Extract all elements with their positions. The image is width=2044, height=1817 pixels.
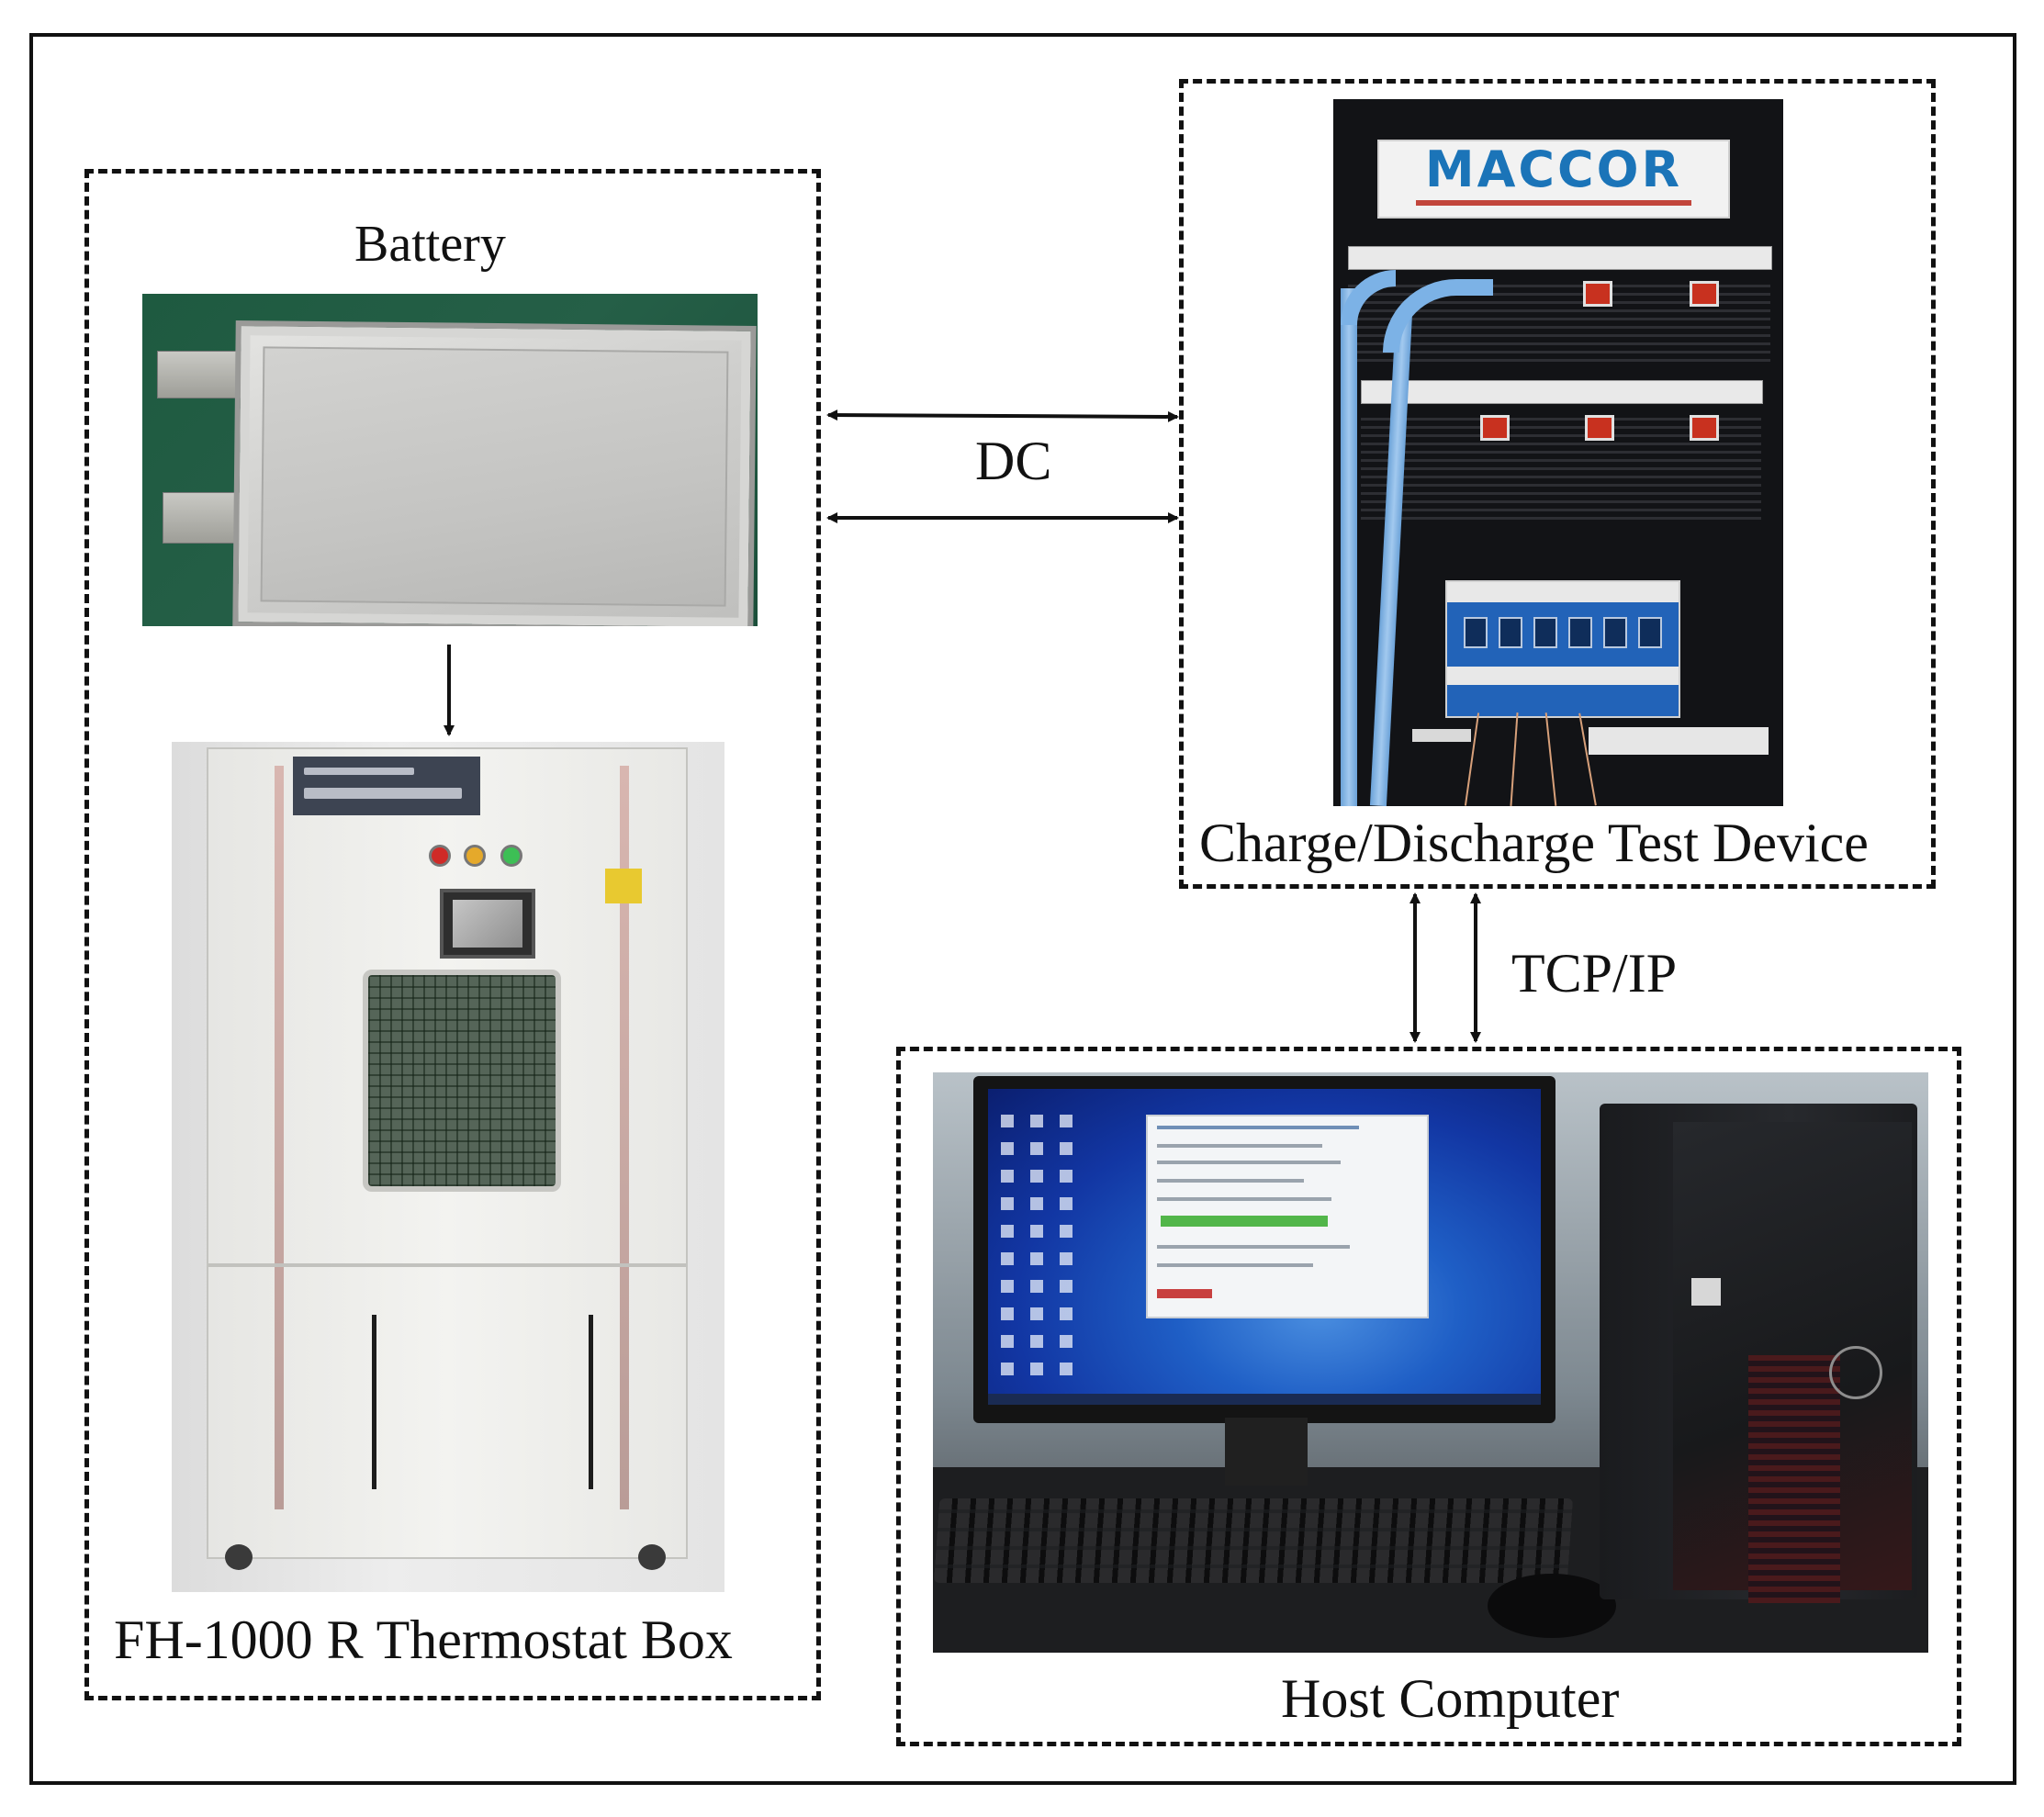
rack-channel-switch bbox=[1690, 281, 1719, 307]
rack-channel-switch bbox=[1583, 281, 1612, 307]
host-monitor-screen bbox=[988, 1089, 1541, 1405]
thermostat-warning-sticker bbox=[605, 869, 642, 903]
host-computer-group-box bbox=[896, 1047, 1961, 1746]
host-taskbar bbox=[988, 1394, 1541, 1405]
battery-photo bbox=[142, 294, 758, 626]
rack-connector-module bbox=[1445, 580, 1680, 718]
rack-channel-switch bbox=[1690, 415, 1719, 441]
test-device-label: Charge/Discharge Test Device bbox=[1199, 813, 1869, 873]
rack-channel-switch bbox=[1480, 415, 1510, 441]
rack-id-tag bbox=[1589, 727, 1769, 755]
battery-label: Battery bbox=[354, 216, 506, 273]
thermostat-right-strip bbox=[620, 766, 629, 1509]
test-device-brand-plate: MACCOR bbox=[1377, 140, 1730, 219]
dc-link-label: DC bbox=[975, 431, 1052, 491]
rack-id-tag bbox=[1412, 729, 1471, 742]
test-device-brand: MACCOR bbox=[1424, 140, 1683, 198]
thermostat-wheel-right bbox=[638, 1544, 666, 1570]
rack-cable-left bbox=[1341, 288, 1357, 806]
host-computer-label: Host Computer bbox=[1281, 1668, 1620, 1729]
host-desktop-icons bbox=[995, 1100, 1084, 1375]
host-monitor-stand bbox=[1225, 1418, 1308, 1486]
tcpip-link-label: TCP/IP bbox=[1511, 943, 1678, 1004]
thermostat-left-strip bbox=[275, 766, 284, 1509]
host-monitor bbox=[973, 1076, 1555, 1423]
battery-tab-top bbox=[157, 351, 243, 398]
thermostat-handle-left bbox=[372, 1315, 376, 1489]
thermostat-name-plate bbox=[293, 757, 480, 815]
thermostat-door-seam bbox=[208, 1263, 686, 1267]
test-device-photo: MACCOR bbox=[1333, 99, 1783, 806]
thermostat-yellow-light bbox=[464, 845, 486, 867]
thermostat-photo bbox=[172, 742, 724, 1592]
host-tower-logo bbox=[1829, 1346, 1882, 1399]
outer-frame bbox=[29, 33, 2016, 1785]
rack-shelf-top bbox=[1348, 246, 1772, 270]
rack-shelf-middle bbox=[1361, 380, 1763, 404]
thermostat-group-box bbox=[84, 169, 821, 1700]
host-mouse bbox=[1488, 1574, 1616, 1638]
thermostat-red-light bbox=[429, 845, 451, 867]
host-test-software-window bbox=[1146, 1115, 1429, 1318]
thermostat-label: FH-1000 R Thermostat Box bbox=[114, 1610, 733, 1670]
battery-tab-bottom bbox=[163, 492, 245, 544]
thermostat-control-screen bbox=[440, 889, 535, 959]
dc-arrow-upper bbox=[826, 409, 1179, 422]
host-computer-photo bbox=[933, 1072, 1928, 1653]
thermostat-handle-right bbox=[589, 1315, 593, 1489]
host-pc-tower bbox=[1600, 1104, 1917, 1603]
thermostat-wheel-left bbox=[225, 1544, 253, 1570]
thermostat-viewing-window bbox=[363, 970, 561, 1192]
host-software-progress bbox=[1161, 1216, 1328, 1227]
thermostat-cabinet bbox=[207, 747, 688, 1559]
test-device-group-box bbox=[1179, 79, 1936, 889]
host-tower-sticker bbox=[1691, 1278, 1721, 1306]
rack-channel-switch bbox=[1585, 415, 1614, 441]
thermostat-green-light bbox=[500, 845, 522, 867]
